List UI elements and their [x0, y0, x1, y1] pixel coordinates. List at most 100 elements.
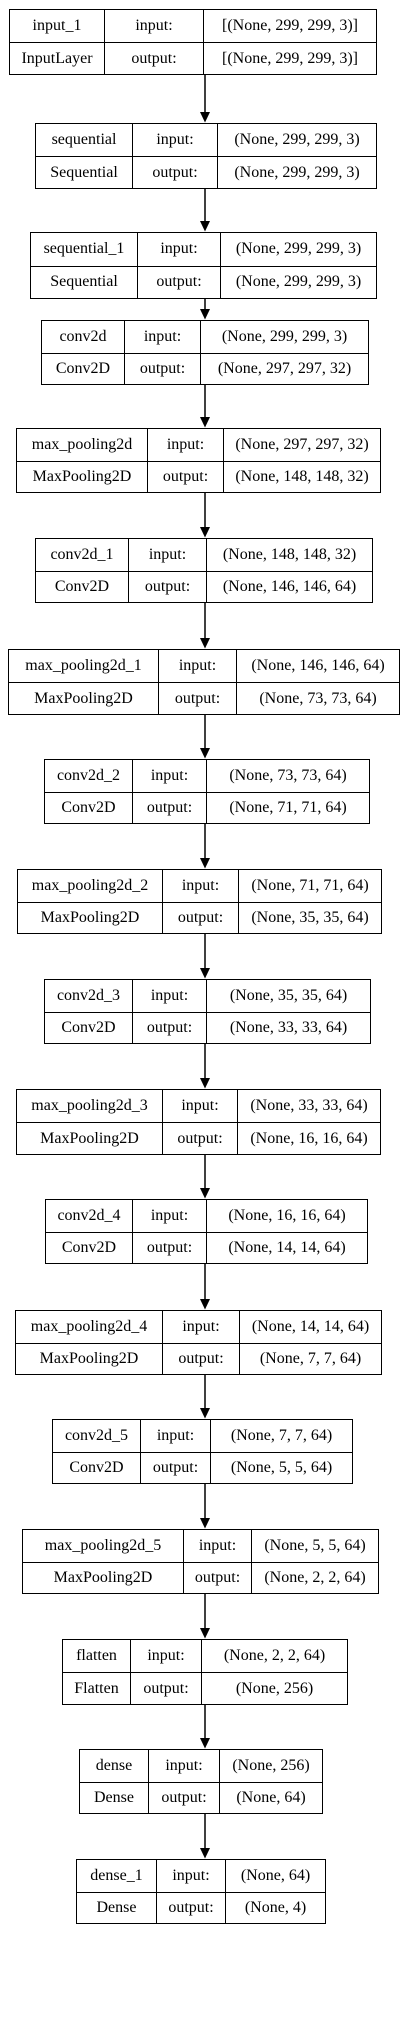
output-label: output:	[132, 1232, 207, 1263]
arrowhead	[200, 1848, 210, 1859]
input-label: input:	[158, 650, 237, 682]
layer-output-row: Dense output: (None, 4)	[77, 1891, 325, 1923]
layer-type: Flatten	[74, 1679, 119, 1697]
output-label: output:	[104, 43, 204, 74]
output-shape: (None, 14, 14, 64)	[228, 1238, 346, 1256]
output-shape: (None, 4)	[244, 1898, 307, 1916]
layer-type: MaxPooling2D	[40, 1129, 139, 1147]
layer-name: sequential_1	[43, 240, 125, 258]
arrowhead	[200, 1628, 210, 1639]
layer-type: Conv2D	[61, 1018, 116, 1036]
output-label: output:	[132, 1012, 207, 1043]
input-shape: (None, 71, 71, 64)	[251, 876, 369, 894]
output-shape: (None, 71, 71, 64)	[229, 798, 347, 816]
input-shape: (None, 256)	[232, 1756, 310, 1774]
input-shape: (None, 35, 35, 64)	[229, 986, 348, 1004]
arrowhead	[200, 1408, 210, 1419]
layer-name: max_pooling2d_2	[31, 876, 149, 894]
output-label: output:	[132, 792, 207, 823]
layer-name: flatten	[76, 1647, 117, 1664]
input-label: input:	[137, 233, 221, 266]
output-label: output:	[162, 1343, 240, 1374]
output-shape: (None, 33, 33, 64)	[229, 1018, 348, 1036]
layer-type: Dense	[96, 1898, 137, 1916]
layer-name: max_pooling2d	[31, 435, 133, 453]
layer-type: MaxPooling2D	[39, 1349, 139, 1367]
output-label: output:	[124, 353, 201, 384]
output-label: output:	[162, 1123, 238, 1154]
layer-input-row: dense input: (None, 256)	[80, 1750, 322, 1782]
input-label: input:	[132, 124, 218, 156]
layer-type: InputLayer	[21, 49, 93, 67]
layer-type: Conv2D	[54, 577, 110, 595]
output-shape: (None, 7, 7, 64)	[259, 1349, 362, 1367]
input-label: input:	[132, 980, 207, 1012]
output-shape: (None, 35, 35, 64)	[251, 908, 369, 926]
layer-type: MaxPooling2D	[53, 1568, 153, 1586]
input-shape: [(None, 299, 299, 3)]	[222, 17, 358, 34]
arrowhead	[200, 1738, 210, 1749]
layer-output-row: InputLayer output: [(None, 299, 299, 3)]	[10, 42, 376, 74]
output-shape: [(None, 299, 299, 3)]	[222, 49, 358, 67]
layer-type: Conv2D	[69, 1458, 124, 1476]
layer-type: MaxPooling2D	[40, 908, 140, 926]
input-label: input:	[156, 1860, 226, 1892]
input-shape: (None, 299, 299, 3)	[235, 240, 362, 258]
arrowhead	[200, 309, 210, 320]
input-shape: (None, 14, 14, 64)	[251, 1317, 370, 1335]
output-shape: (None, 5, 5, 64)	[230, 1458, 333, 1476]
input-label: input:	[148, 1750, 220, 1782]
layer-type: Dense	[94, 1788, 134, 1806]
output-label: output:	[183, 1562, 252, 1593]
layer-node: conv2d_3 input: (None, 35, 35, 64) Conv2D ou…	[44, 979, 371, 1044]
arrowhead	[200, 1188, 210, 1199]
arrowhead	[200, 968, 210, 979]
output-shape: (None, 299, 299, 3)	[235, 273, 362, 291]
layer-name: max_pooling2d_3	[31, 1097, 148, 1114]
input-label: input:	[132, 760, 207, 792]
layer-name: dense	[95, 1756, 133, 1774]
layer-output-row: Conv2D output: (None, 5, 5, 64)	[53, 1451, 352, 1483]
layer-type: Sequential	[50, 163, 118, 181]
input-shape: (None, 16, 16, 64)	[228, 1206, 346, 1224]
layer-name: conv2d_5	[64, 1426, 129, 1444]
layer-name: conv2d_1	[50, 545, 114, 563]
layer-name: dense_1	[90, 1866, 143, 1884]
output-label: output:	[158, 683, 237, 714]
layer-name: conv2d_3	[56, 986, 121, 1004]
output-label: output:	[140, 1452, 211, 1483]
layer-output-row: MaxPooling2D output: (None, 7, 7, 64)	[16, 1342, 381, 1374]
input-label: input:	[162, 1311, 240, 1343]
arrowhead	[200, 527, 210, 538]
layer-type: Conv2D	[55, 359, 111, 377]
output-label: output:	[156, 1892, 226, 1923]
input-label: input:	[128, 539, 207, 571]
